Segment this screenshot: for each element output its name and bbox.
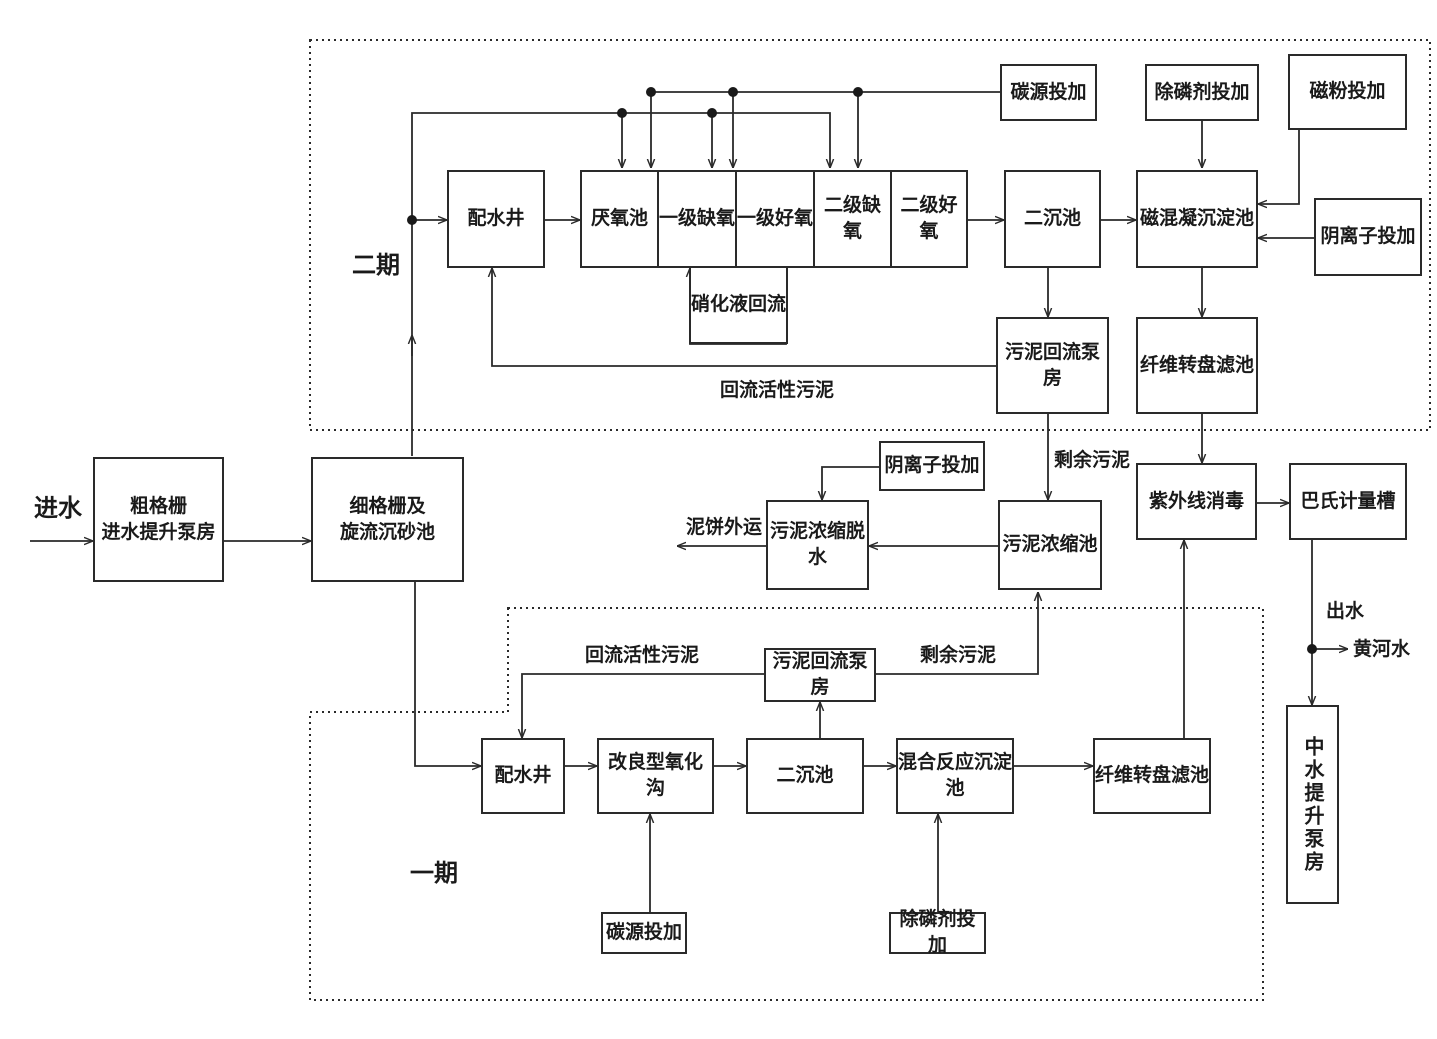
coarse-screen-box: 粗格栅 进水提升泵房 xyxy=(93,457,224,582)
excess-sludge-1 xyxy=(876,592,1038,675)
junction-dot xyxy=(707,108,717,118)
anion-dosing-2-box: 阴离子投加 xyxy=(1314,198,1422,276)
disc-filter-2-box: 纤维转盘滤池 xyxy=(1136,317,1258,414)
phase1-boundary xyxy=(309,607,1264,1001)
return-sludge-1 xyxy=(522,673,764,738)
return-sludge-2 xyxy=(492,268,996,367)
phase1-label: 一期 xyxy=(410,859,458,887)
cake-out-label: 泥饼外运 xyxy=(686,516,763,538)
dist-well-2-box: 配水井 xyxy=(447,170,545,268)
uv-disinfection-box: 紫外线消毒 xyxy=(1136,463,1257,540)
dist-well-1-box: 配水井 xyxy=(481,738,565,814)
junction-dot xyxy=(407,215,417,225)
sludge-pump-1-box: 污泥回流泵房 xyxy=(764,648,876,702)
junction-dot xyxy=(617,108,627,118)
excess-sludge-label-1: 剩余污泥 xyxy=(920,644,997,666)
return-sludge-label-1: 回流活性污泥 xyxy=(585,644,700,666)
junction-dot xyxy=(853,87,863,97)
outflow-label: 出水 xyxy=(1326,600,1365,622)
mag-powder-box: 磁粉投加 xyxy=(1288,54,1407,130)
carbon-dosing-1-box: 碳源投加 xyxy=(601,912,687,954)
magpowder-to-magcoag xyxy=(1258,130,1300,204)
oxic-2-box: 二级好氧 xyxy=(890,170,968,268)
yellow-river-label: 黄河水 xyxy=(1353,638,1411,660)
phase2-boundary xyxy=(309,39,1431,431)
secondary-clarifier-1-box: 二沉池 xyxy=(746,738,864,814)
dewatering-box: 污泥浓缩脱水 xyxy=(766,500,869,590)
inflow-label: 进水 xyxy=(34,494,82,522)
sludge-pump-2-box: 污泥回流泵房 xyxy=(996,317,1109,414)
fine-to-phase1 xyxy=(414,582,481,766)
junction-dot xyxy=(728,87,738,97)
junction-dot xyxy=(1307,644,1317,654)
oxidation-ditch-box: 改良型氧化沟 xyxy=(597,738,714,814)
parshall-flume-box: 巴氏计量槽 xyxy=(1289,463,1407,540)
anion-dosing-dewater-box: 阴离子投加 xyxy=(879,441,985,491)
anoxic-2-box: 二级缺氧 xyxy=(813,170,892,268)
reuse-pump-box: 中水提升泵房 xyxy=(1286,705,1339,904)
thickener-box: 污泥浓缩池 xyxy=(998,500,1102,590)
mag-coagulation-box: 磁混凝沉淀池 xyxy=(1136,170,1258,268)
phase2-label: 二期 xyxy=(352,251,400,279)
anion-to-dewater xyxy=(822,466,879,500)
nitrate-return-box: 硝化液回流 xyxy=(689,268,788,344)
junction-dot xyxy=(646,87,656,97)
carbon-dosing-2-box: 碳源投加 xyxy=(1000,64,1097,121)
return-sludge-label-2: 回流活性污泥 xyxy=(720,379,835,401)
phos-dosing-2-box: 除磷剂投加 xyxy=(1145,64,1259,121)
secondary-clarifier-2-box: 二沉池 xyxy=(1004,170,1101,268)
oxic-1-box: 一级好氧 xyxy=(735,170,815,268)
excess-sludge-label-2: 剩余污泥 xyxy=(1054,449,1131,471)
disc-filter-1-box: 纤维转盘滤池 xyxy=(1093,738,1211,814)
mix-reaction-box: 混合反应沉淀池 xyxy=(896,738,1014,814)
fine-screen-box: 细格栅及 旋流沉砂池 xyxy=(311,457,464,582)
phos-dosing-1-box: 除磷剂投加 xyxy=(889,908,986,956)
anoxic-1-box: 一级缺氧 xyxy=(657,170,737,268)
anaerobic-box: 厌氧池 xyxy=(580,170,659,268)
carbon2-line xyxy=(651,91,1000,168)
